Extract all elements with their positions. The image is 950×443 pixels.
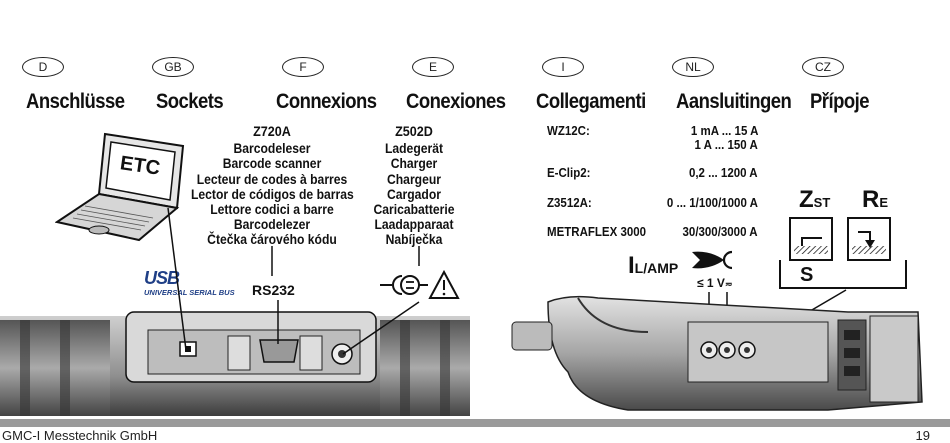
rs232-label: RS232 [252, 282, 295, 298]
heading-i: Collegamenti [536, 90, 646, 113]
spec-value: 30/300/3000 A [682, 225, 758, 239]
rs232-port [259, 339, 299, 363]
zst-sub: ST [813, 195, 831, 210]
spec-value: 1 mA ... 15 A [690, 124, 758, 138]
spec-value: 1 A ... 150 A [694, 138, 758, 152]
ac-dc-symbol: ≂ [724, 279, 733, 289]
zst-box [789, 217, 833, 261]
z502d-line: Laadapparaat [374, 217, 454, 233]
lang-code-d: D [22, 57, 64, 77]
z720a-line: Lector de códigos de barras [191, 186, 354, 202]
lang-code-e: E [412, 57, 454, 77]
instrument-right-illustration [511, 295, 923, 411]
re-label: RE [862, 186, 888, 214]
heading-nl: Aansluitingen [676, 90, 792, 113]
re-main: R [862, 186, 880, 213]
z720a-line: Lecteur de codes à barres [196, 171, 348, 187]
s-label: S [800, 264, 814, 286]
z720a-line: Barcode scanner [222, 156, 322, 172]
lang-code-cz: CZ [802, 57, 844, 77]
re-sub: E [879, 195, 889, 210]
iamp-main: I [628, 252, 635, 279]
laptop-icon [55, 132, 185, 242]
voltage-text: ≤ 1 V [697, 276, 725, 290]
spec-label-z3512a: Z3512A: [547, 196, 592, 210]
spec-value: 0 ... 1/100/1000 A [666, 196, 758, 210]
measurement-symbols [779, 217, 907, 289]
heading-d: Anschlüsse [26, 90, 125, 113]
z720a-column: Z720A Barcodeleser Barcode scanner Lecte… [191, 123, 354, 248]
lang-code-f: F [282, 57, 324, 77]
z720a-line: Barcodelezer [233, 217, 311, 233]
heading-e: Conexiones [406, 90, 506, 113]
usb-logo: USB [144, 268, 180, 289]
iamp-sub: L/AMP [634, 260, 679, 276]
spec-label-metraflex: METRAFLEX 3000 [547, 225, 647, 239]
z502d-line: Ladegerät [384, 141, 444, 157]
spec-value: 0,2 ... 1200 A [689, 166, 758, 180]
z502d-line: Caricabatterie [373, 202, 455, 218]
voltage-note: ≤ 1 V≂ [697, 276, 732, 290]
zst-main: Z [799, 186, 814, 213]
z502d-line: Chargeur [386, 171, 441, 187]
footer-bar [0, 419, 950, 427]
spec-label-wz12c: WZ12C: [547, 124, 590, 138]
heading-cz: Přípoje [810, 90, 869, 113]
z720a-line: Lettore codici a barre [210, 202, 334, 218]
z502d-column: Z502D Ladegerät Charger Chargeur Cargado… [362, 123, 466, 248]
clamp-icon [692, 250, 733, 270]
z720a-line: Čtečka čárového kódu [207, 232, 337, 248]
usb-logo-text: USB [144, 268, 180, 288]
usb-logo-subtitle: UNIVERSAL SERIAL BUS [144, 288, 235, 297]
z720a-title: Z720A [253, 123, 291, 139]
z502d-line: Charger [390, 156, 438, 172]
lang-code-nl: NL [672, 57, 714, 77]
charger-symbol-icon [380, 270, 460, 299]
instrument-left-illustration [0, 311, 470, 416]
re-box [847, 217, 891, 261]
z720a-line: Barcodeleser [233, 141, 311, 157]
footer-company: GMC-I Messtechnik GmbH [2, 428, 158, 443]
zst-ground [794, 246, 828, 254]
z502d-title: Z502D [395, 123, 433, 139]
page-number: 19 [915, 428, 930, 443]
zst-label: ZST [799, 186, 830, 214]
spec-label-eclip2: E-Clip2: [547, 166, 591, 180]
z502d-line: Cargador [386, 186, 441, 202]
lang-code-i: I [542, 57, 584, 77]
z502d-line: Nabíječka [385, 232, 443, 248]
heading-f: Connexions [276, 90, 377, 113]
lang-code-gb: GB [152, 57, 194, 77]
s-bracket [779, 260, 907, 289]
heading-gb: Sockets [156, 90, 224, 113]
iamp-label: IL/AMP [628, 252, 678, 280]
re-ground [852, 246, 886, 254]
